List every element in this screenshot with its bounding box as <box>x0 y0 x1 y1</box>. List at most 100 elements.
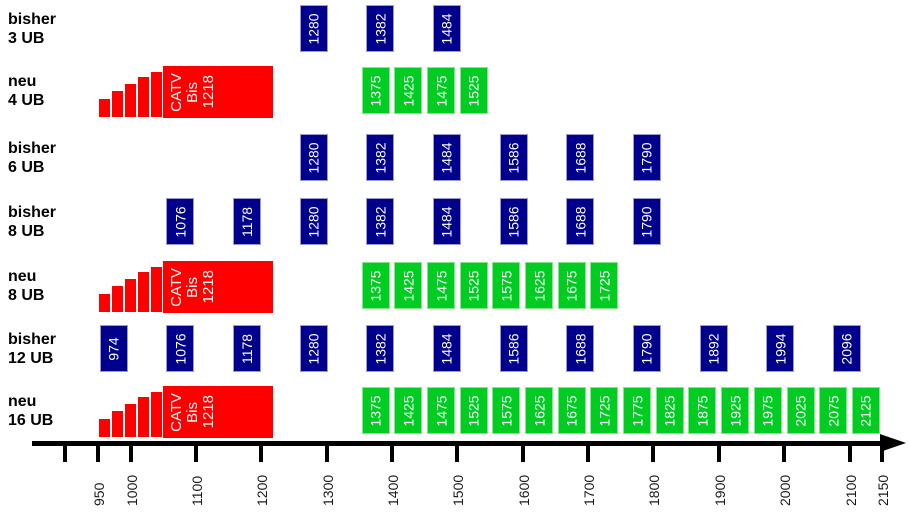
catv-staircase-bar <box>151 392 162 437</box>
catv-staircase-bar <box>138 272 149 312</box>
freq-box: 1280 <box>299 134 328 181</box>
freq-box: 1875 <box>688 387 717 434</box>
freq-box-value: 2075 <box>825 394 842 427</box>
freq-box-value: 1382 <box>372 205 389 238</box>
freq-box-value: 1475 <box>433 74 450 107</box>
freq-box-value: 1790 <box>638 332 655 365</box>
freq-box: 1425 <box>394 262 423 309</box>
freq-box: 1725 <box>590 262 619 309</box>
axis-tick <box>716 441 721 462</box>
row-label-line2: 8 UB <box>8 222 45 240</box>
catv-text-line: Bis <box>184 276 202 298</box>
freq-box: 1280 <box>299 198 328 245</box>
catv-text-line: 1218 <box>200 395 218 429</box>
freq-box-value: 1076 <box>172 205 189 238</box>
freq-box: 1178 <box>232 325 261 372</box>
freq-box-value: 1625 <box>531 394 548 427</box>
row-label-line1: neu <box>8 392 37 410</box>
freq-box: 1076 <box>166 198 195 245</box>
freq-box: 1790 <box>632 325 661 372</box>
catv-staircase-bar <box>151 72 162 117</box>
catv-staircase-bar <box>99 419 110 437</box>
axis-tick <box>782 441 787 462</box>
freq-box-value: 1688 <box>572 141 589 174</box>
freq-box: 1575 <box>492 387 521 434</box>
axis-tick-label: 2150 <box>875 474 892 506</box>
catv-staircase-bar <box>112 286 123 312</box>
freq-box-value: 1475 <box>433 269 450 302</box>
axis-tick <box>455 441 460 462</box>
freq-box: 1475 <box>427 387 456 434</box>
freq-box: 1484 <box>432 134 461 181</box>
catv-text-line: Bis <box>184 81 202 103</box>
row-label-line1: neu <box>8 267 37 285</box>
freq-box: 2075 <box>819 387 848 434</box>
row-label-line1: bisher <box>8 139 57 157</box>
freq-box: 1076 <box>166 325 195 372</box>
freq-box: 974 <box>99 325 128 372</box>
freq-box: 1586 <box>499 325 528 372</box>
freq-box-value: 1586 <box>505 332 522 365</box>
freq-box-value: 1688 <box>572 332 589 365</box>
freq-box: 1484 <box>432 198 461 245</box>
freq-box-value: 1425 <box>400 74 417 107</box>
freq-box-value: 1425 <box>400 269 417 302</box>
freq-box-value: 1994 <box>772 332 789 365</box>
row-label-line1: bisher <box>8 10 57 28</box>
freq-box-value: 1688 <box>572 205 589 238</box>
axis-tick <box>651 441 656 462</box>
freq-box: 1425 <box>394 67 423 114</box>
axis-tick-label: 1900 <box>711 474 728 506</box>
axis-tick-label: 2000 <box>777 474 794 506</box>
axis-tick <box>390 441 395 462</box>
freq-box: 2096 <box>832 325 861 372</box>
freq-box-value: 1375 <box>367 269 384 302</box>
freq-box-value: 1775 <box>629 394 646 427</box>
freq-box-value: 1484 <box>438 332 455 365</box>
row-label-line2: 12 UB <box>8 349 54 367</box>
axis-tick <box>194 441 199 462</box>
catv-staircase-bar <box>112 411 123 437</box>
row-label-line2: 16 UB <box>8 411 54 429</box>
freq-box-value: 1892 <box>705 332 722 365</box>
freq-box-value: 1375 <box>367 394 384 427</box>
freq-box: 1975 <box>753 387 782 434</box>
row-label-line2: 3 UB <box>8 29 45 47</box>
axis-tick <box>520 441 525 462</box>
freq-box-value: 1382 <box>372 332 389 365</box>
freq-box: 1425 <box>394 387 423 434</box>
axis-tick <box>96 441 100 462</box>
freq-box: 1525 <box>459 387 488 434</box>
freq-box: 1375 <box>361 387 390 434</box>
freq-box-value: 1382 <box>372 12 389 45</box>
freq-box: 1925 <box>721 387 750 434</box>
freq-box: 1775 <box>623 387 652 434</box>
catv-text-line: CATV <box>168 392 186 432</box>
row-label-line1: bisher <box>8 203 57 221</box>
freq-box: 1790 <box>632 198 661 245</box>
freq-box-value: 1725 <box>596 269 613 302</box>
axis-tick-label: 1000 <box>123 474 140 506</box>
row-label-line1: neu <box>8 72 37 90</box>
catv-text-line: 1218 <box>200 270 218 304</box>
catv-staircase-bar <box>125 84 136 117</box>
catv-staircase-bar <box>125 404 136 437</box>
freq-box-value: 1525 <box>465 74 482 107</box>
freq-box: 1375 <box>361 67 390 114</box>
axis-tick <box>128 441 133 462</box>
freq-box: 1675 <box>557 262 586 309</box>
freq-box: 1575 <box>492 262 521 309</box>
freq-box-value: 1586 <box>505 205 522 238</box>
freq-box-value: 1675 <box>563 269 580 302</box>
axis-tick-label: 1600 <box>515 474 532 506</box>
freq-box-value: 1790 <box>638 205 655 238</box>
freq-box-value: 1280 <box>305 12 322 45</box>
freq-box-value: 1625 <box>531 269 548 302</box>
freq-box: 1586 <box>499 134 528 181</box>
freq-box: 1525 <box>459 262 488 309</box>
